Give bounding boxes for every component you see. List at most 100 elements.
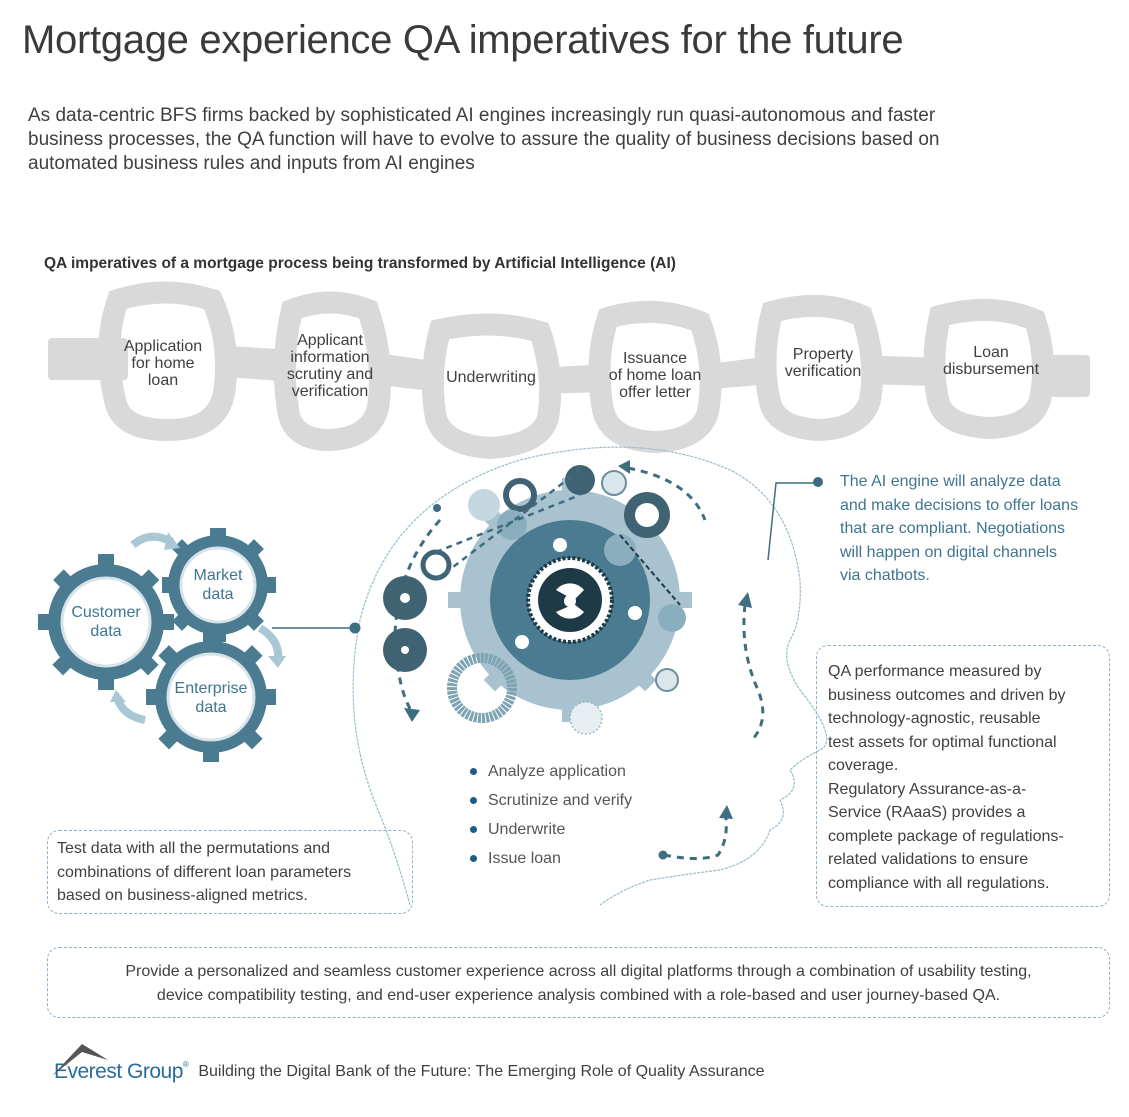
small-gear [569,701,603,735]
ai-step-label: Scrutinize and verify [488,792,633,809]
box-line: compliance with all regulations. [828,874,1050,892]
arrow-head [404,708,420,722]
gear-customer-data [38,554,174,690]
cycle-arrow [114,698,146,724]
box-line: Provide a personalized and seamless cust… [125,963,1032,980]
chain-label-issuance: Issuance of home loan offer letter [595,350,715,401]
box-line: Regulatory Assurance-as-a- [828,780,1027,798]
footer: Everest Group® Building the Digital Bank… [52,1044,765,1084]
gear-enterprise-data [146,632,276,762]
dashed-arrow-chin [663,817,728,860]
chain-label-line: of home loan [608,367,702,384]
gear-label-line: Market [193,567,243,584]
box-line: Service (RAaaS) provides a [828,804,1026,821]
chain-link-1 [98,281,238,442]
dashed-arrow-face [742,604,765,742]
diagram-subtitle: QA imperatives of a mortgage process bei… [44,255,676,272]
bullet-icon [470,855,477,862]
chain-link-5 [754,294,884,442]
chain-link-3 [421,313,562,460]
small-gear [468,489,500,521]
small-gear [601,470,627,496]
chain-label-line: Underwriting [446,369,536,386]
ai-steps-list: Analyze application Scrutinize and verif… [470,757,632,873]
small-gear [604,534,636,566]
page-title: Mortgage experience QA imperatives for t… [22,18,904,62]
process-chain-graphic [48,281,1090,460]
chain-label-line: disbursement [942,361,1040,378]
arrow-head [738,592,752,608]
report-title: Building the Digital Bank of the Future:… [198,1063,765,1080]
connector-dot [813,477,823,487]
note-line: via chatbots. [840,567,930,584]
note-line: The AI engine will analyze data [840,473,1061,490]
box-line: based on business-aligned metrics. [57,887,308,904]
chain-label-application: Application for home loan [103,338,223,389]
small-gear [658,604,686,632]
gear-label-line: data [202,586,234,603]
intro-line: business processes, the QA function will… [28,129,940,150]
chain-label-line: Applicant [297,332,363,349]
chain-link-6 [923,298,1055,440]
small-gear [420,549,452,581]
test-data-box: Test data with all the permutations and … [47,830,413,914]
box-line: QA performance measured by [828,663,1042,680]
chain-label-line: for home [131,355,195,372]
ai-step: Scrutinize and verify [470,786,632,815]
intro-paragraph: As data-centric BFS firms backed by soph… [28,104,1108,176]
dashed-arrow-left [393,518,442,713]
chain-label-line: Application [123,338,203,355]
gear-label-market: Market data [178,566,258,604]
gear-label-customer: Customer data [56,603,156,641]
box-line: coverage. [828,757,899,774]
ai-step-label: Underwrite [488,821,566,838]
small-gear [503,478,537,512]
box-line: Test data with all the permutations and [57,840,331,857]
chain-label-line: scrutiny and [286,366,374,383]
gear-market-data [162,528,276,642]
chain-label-line: information [290,349,370,366]
chain-label-applicant-scrutiny: Applicant information scrutiny and verif… [270,332,390,400]
chain-label-line: verification [784,363,862,380]
chain-label-line: loan [147,372,179,389]
arrow-start-dot [433,504,441,512]
chain-label-property: Property verification [763,346,883,380]
chain-label-disbursement: Loan disbursement [931,344,1051,378]
qa-performance-box: QA performance measured by business outc… [816,645,1110,907]
chain-label-line: offer letter [619,384,691,401]
chain-label-line: Loan [973,344,1009,361]
small-gear [565,465,595,495]
ai-step-label: Analyze application [488,763,626,780]
gear-label-enterprise: Enterprise data [161,679,261,717]
qa-performance-text: QA performance measured by business outc… [828,660,1065,895]
gear-label-line: data [195,699,227,716]
ai-step: Issue loan [470,844,632,873]
ai-step: Underwrite [470,815,632,844]
note-line: and make decisions to offer loans [840,496,1079,514]
test-data-text: Test data with all the permutations and … [57,837,351,908]
box-line: combinations of different loan parameter… [57,863,352,881]
chain-label-line: Issuance [622,350,688,367]
bullet-icon [470,826,477,833]
bullet-icon [470,797,477,804]
bullet-icon [470,768,477,775]
ai-engine-note: The AI engine will analyze data and make… [840,470,1110,588]
cycle-arrow [257,624,283,661]
small-gear [655,668,679,692]
brand-text: Everest Group [54,1060,183,1083]
note-line: will happen on digital channels [840,543,1058,561]
gear-label-line: Enterprise [174,680,248,697]
customer-experience-box: Provide a personalized and seamless cust… [47,947,1110,1018]
box-line: test assets for optimal functional [828,733,1057,751]
note-line: that are compliant. Negotiations [840,520,1066,537]
ai-step-label: Issue loan [488,850,561,867]
gear-label-line: Customer [71,604,141,621]
customer-experience-text: Provide a personalized and seamless cust… [48,960,1109,1007]
chain-link-4 [588,300,722,454]
box-line: device compatibility testing, and end-us… [156,986,1001,1004]
box-line: related validations to ensure [828,851,1029,868]
arrow-start-dot [658,850,668,860]
box-line: business outcomes and driven by [828,686,1066,704]
ai-step: Analyze application [470,757,632,786]
